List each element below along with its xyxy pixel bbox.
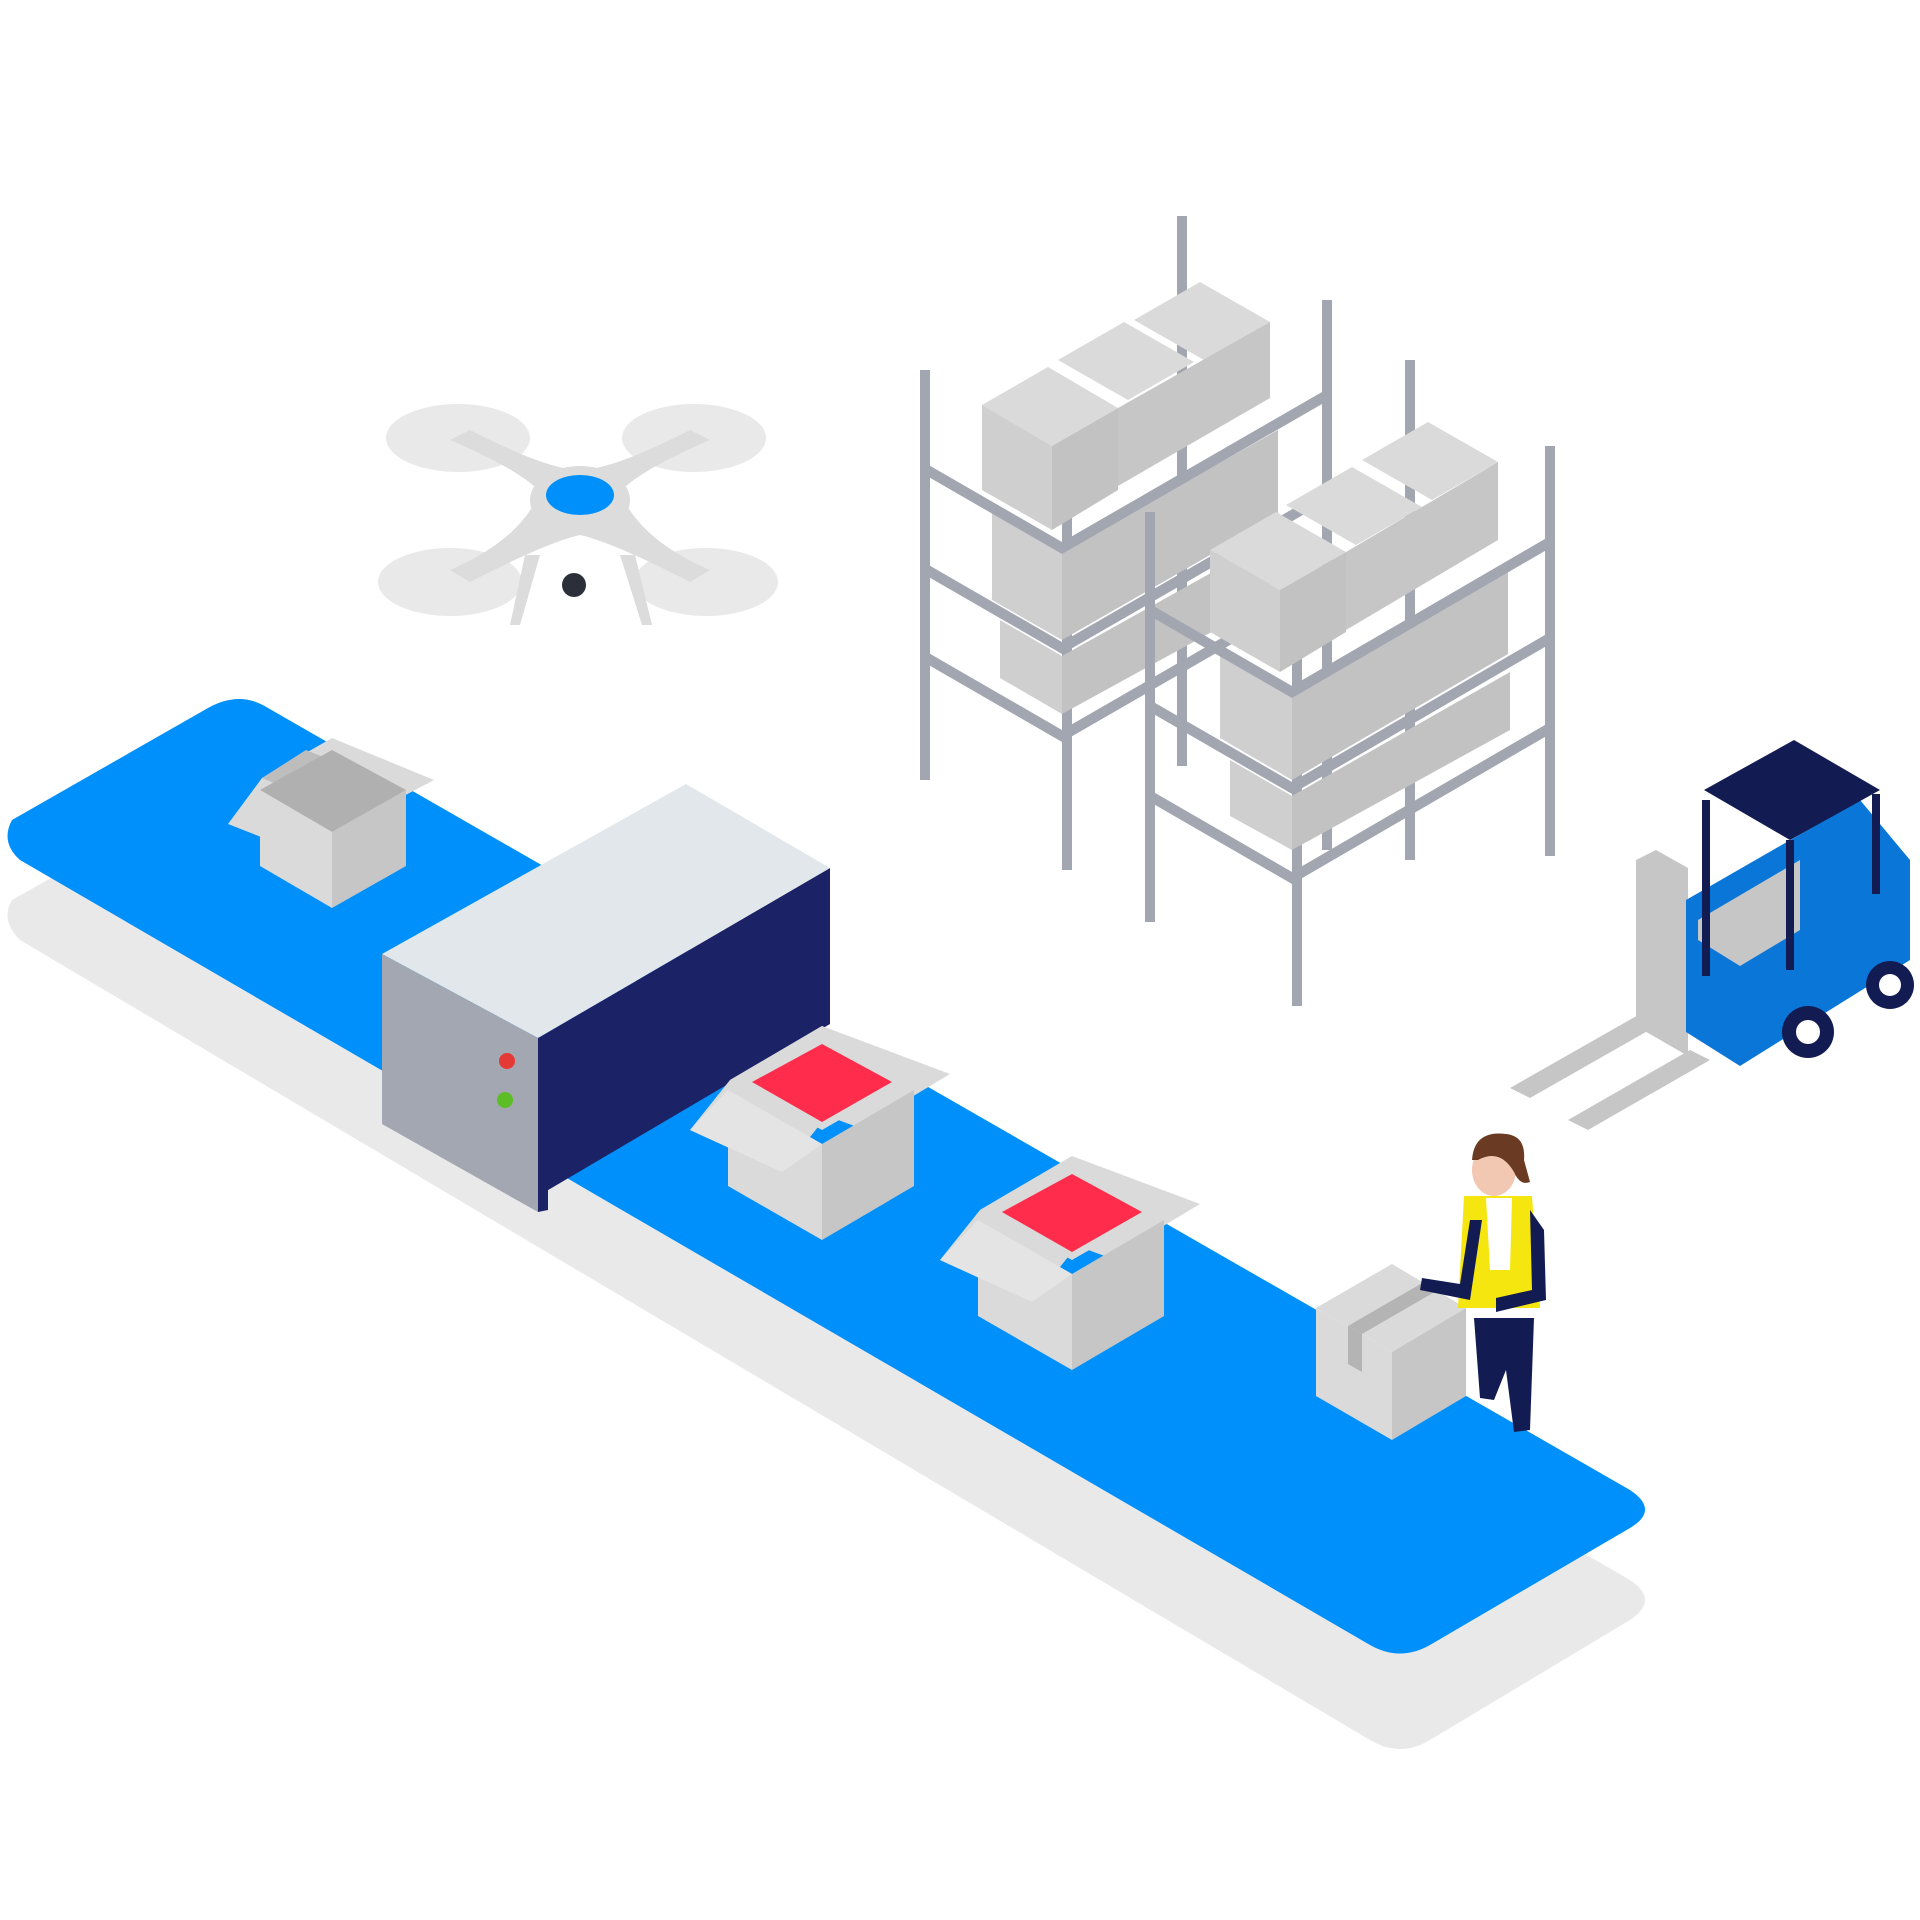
storage-rack-front <box>1145 360 1555 1006</box>
rack-boxes <box>982 282 1278 714</box>
scanner-top <box>382 784 830 1038</box>
drone-top-accent <box>546 475 614 515</box>
scanner-inner <box>538 868 830 1196</box>
fork <box>1510 1014 1660 1098</box>
worker <box>1420 1133 1546 1432</box>
forklift <box>1510 740 1914 1130</box>
forklift-pillar <box>1786 840 1794 970</box>
indicator-green-icon <box>497 1092 513 1108</box>
worker-pants <box>1474 1318 1534 1432</box>
box-tape <box>1348 1326 1362 1372</box>
worker-arm <box>1420 1220 1482 1300</box>
drone-leg <box>620 555 652 625</box>
parcel-box-open-filled <box>690 1026 950 1240</box>
forklift-wheel-hub <box>1879 974 1901 996</box>
forklift-pillar <box>1872 794 1880 894</box>
drone <box>378 404 778 625</box>
forklift-body <box>1686 800 1910 1066</box>
forklift-roof <box>1704 740 1880 840</box>
parcel-box-open <box>228 738 434 908</box>
worker-hair <box>1472 1133 1530 1183</box>
worker-arm <box>1496 1210 1546 1312</box>
forklift-seat <box>1698 860 1800 966</box>
fork <box>1568 1050 1710 1130</box>
box-tape <box>1348 1282 1438 1334</box>
drone-leg <box>510 555 540 625</box>
storage-rack-back <box>920 216 1332 870</box>
scanner-front-edge <box>538 1034 548 1212</box>
forklift-wheel-hub <box>1796 1020 1820 1044</box>
indicator-red-icon <box>499 1053 515 1069</box>
parcel-box-sealed <box>1316 1264 1466 1440</box>
camera-icon <box>562 573 586 597</box>
worker-shirt <box>1486 1198 1512 1270</box>
scanner-tunnel <box>382 784 830 1212</box>
rack-boxes <box>1210 422 1510 850</box>
forklift-mast <box>1636 850 1688 1056</box>
forklift-pillar <box>1702 800 1710 976</box>
scanner-side <box>382 954 538 1212</box>
parcel-box-open-filled <box>940 1156 1200 1370</box>
